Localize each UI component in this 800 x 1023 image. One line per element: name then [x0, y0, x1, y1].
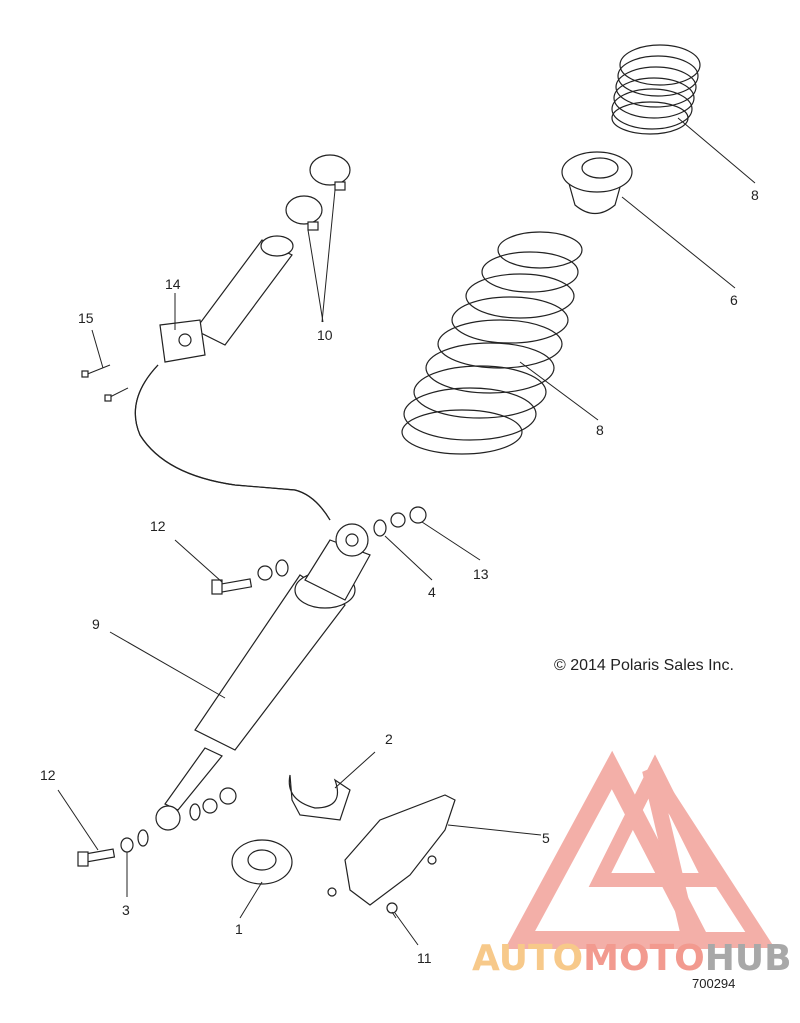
small-spring-part-7 — [611, 44, 701, 135]
washers-nuts-top — [373, 506, 427, 537]
callout-14: 14 — [165, 276, 181, 292]
callout-15: 15 — [78, 310, 94, 326]
push-fastener-part-11 — [386, 902, 398, 919]
reservoir-part-14 — [159, 235, 294, 363]
watermark-text: AUTOMOTOHUB — [472, 938, 792, 979]
callout-10: 10 — [317, 327, 333, 343]
watermark-auto: AUTO — [472, 938, 584, 979]
leader-lines — [57, 117, 756, 946]
callout-6: 6 — [730, 292, 738, 308]
watermark-hub: HUB — [704, 938, 792, 979]
bolt-upper-part-12 — [211, 559, 289, 595]
callout-5: 5 — [542, 830, 550, 846]
guard-part-5 — [327, 794, 456, 906]
callout-12-lower: 12 — [40, 767, 56, 783]
callout-1: 1 — [235, 921, 243, 937]
callout-12-upper: 12 — [150, 518, 166, 534]
callout-13: 13 — [473, 566, 489, 582]
reservoir-hose — [134, 364, 331, 521]
large-spring-part-8 — [401, 231, 583, 455]
callout-8: 8 — [596, 422, 604, 438]
callout-4: 4 — [428, 584, 436, 600]
callout-2: 2 — [385, 731, 393, 747]
bracket-part-2 — [288, 774, 351, 821]
hose-clamps-part-10 — [285, 154, 351, 231]
spring-seat-part-6 — [561, 151, 633, 215]
shock-absorber-part-9 — [155, 523, 371, 831]
bolt-lower-part-12 — [77, 787, 237, 867]
document-number: 700294 — [692, 976, 736, 991]
callout-11: 11 — [417, 950, 432, 966]
watermark-moto: MOTO — [583, 938, 705, 979]
callout-9: 9 — [92, 616, 100, 632]
copyright-text: © 2014 Polaris Sales Inc. — [554, 657, 734, 674]
callout-3: 3 — [122, 902, 130, 918]
watermark-logo — [504, 750, 775, 949]
split-ring-part-1 — [231, 839, 293, 885]
screws-part-15 — [81, 364, 129, 402]
callout-7: 8 — [751, 187, 759, 203]
